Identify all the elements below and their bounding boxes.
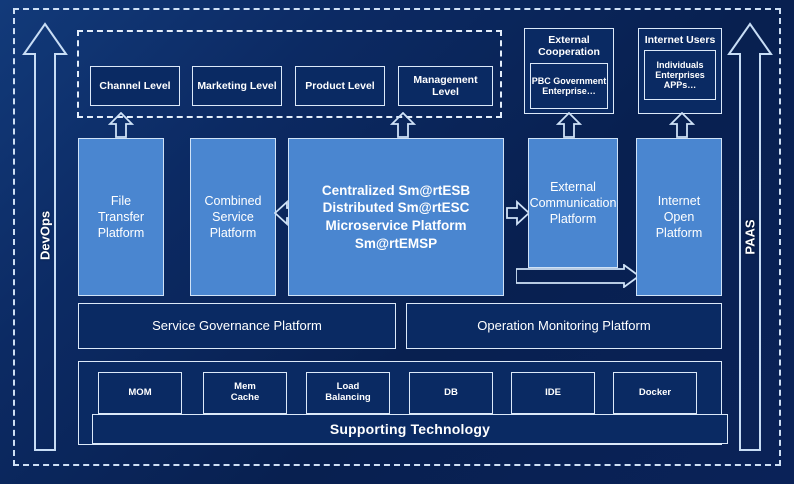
side-arrow-paas-label: PAAS — [742, 219, 758, 255]
arrow-esb-to-internet-open — [516, 264, 640, 288]
platform-internet-open[interactable]: Internet Open Platform — [636, 138, 722, 296]
external-cooperation-group[interactable]: External Cooperation PBC Government Ente… — [524, 28, 614, 114]
tech-db[interactable]: DB — [409, 372, 493, 414]
business-level-product[interactable]: Product Level — [295, 66, 385, 106]
tech-ide[interactable]: IDE — [511, 372, 595, 414]
tech-mom[interactable]: MOM — [98, 372, 182, 414]
service-governance-platform-label: Service Governance Platform — [152, 317, 322, 333]
tech-docker[interactable]: Docker — [613, 372, 697, 414]
supporting-technology-bar[interactable]: Supporting Technology — [92, 414, 728, 444]
tech-load-balancing[interactable]: Load Balancing — [306, 372, 390, 414]
supporting-technology-label: Supporting Technology — [329, 420, 491, 437]
side-arrow-paas: PAAS — [727, 22, 773, 452]
business-level-product-label: Product Level — [305, 79, 375, 92]
business-level-channel[interactable]: Channel Level — [90, 66, 180, 106]
platform-combined-service[interactable]: Combined Service Platform — [190, 138, 276, 296]
platform-external-communication[interactable]: External Communication Platform — [528, 138, 618, 268]
operation-monitoring-platform-label: Operation Monitoring Platform — [477, 317, 651, 333]
outer-boundary — [13, 8, 781, 466]
internet-users-body: Individuals Enterprises APPs… — [644, 50, 716, 101]
up-arrow-external-cooperation — [556, 112, 582, 138]
operation-monitoring-platform[interactable]: Operation Monitoring Platform — [406, 303, 722, 349]
side-arrow-devops-label: DevOps — [37, 210, 53, 260]
tech-mem-cache[interactable]: Mem Cache — [203, 372, 287, 414]
up-arrow-management — [390, 112, 416, 138]
business-level-marketing[interactable]: Marketing Level — [192, 66, 282, 106]
platform-esb-core[interactable]: Centralized Sm@rtESB Distributed Sm@rtES… — [288, 138, 504, 296]
internet-users-group[interactable]: Internet Users Individuals Enterprises A… — [638, 28, 722, 114]
business-levels-container — [77, 30, 502, 118]
business-level-channel-label: Channel Level — [99, 79, 171, 92]
arrow-esb-to-external-communication — [506, 200, 530, 226]
external-cooperation-body: PBC Government Enterprise… — [530, 63, 608, 110]
service-governance-platform[interactable]: Service Governance Platform — [78, 303, 396, 349]
business-level-management-label: Management Level — [413, 73, 478, 98]
up-arrow-internet-users — [669, 112, 695, 138]
side-arrow-devops: DevOps — [22, 22, 68, 452]
up-arrow-channel — [108, 112, 134, 138]
external-cooperation-header: External Cooperation — [538, 34, 600, 59]
business-level-marketing-label: Marketing Level — [197, 79, 277, 92]
internet-users-header: Internet Users — [644, 34, 716, 46]
business-level-management[interactable]: Management Level — [398, 66, 493, 106]
platform-file-transfer[interactable]: File Transfer Platform — [78, 138, 164, 296]
